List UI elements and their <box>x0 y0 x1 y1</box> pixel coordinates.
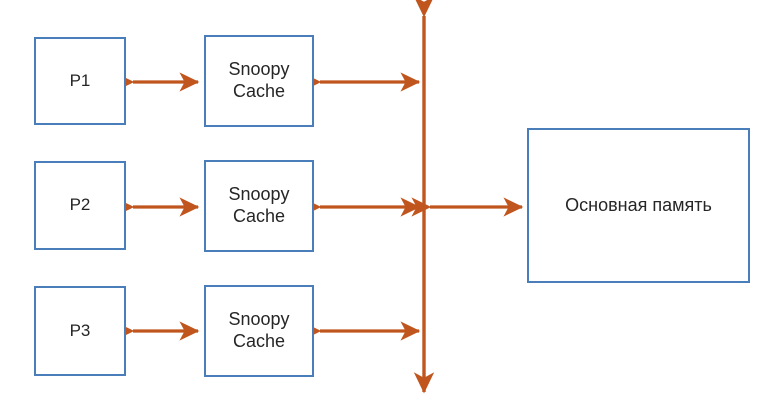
cache-label-2: Snoopy Cache <box>228 184 290 226</box>
processor-box-p1[interactable]: P1 <box>34 37 126 125</box>
cache-box-2[interactable]: Snoopy Cache <box>204 160 314 252</box>
cache-label-1: Snoopy Cache <box>228 59 290 101</box>
main-memory-label: Основная память <box>565 194 712 215</box>
cache-label-3: Snoopy Cache <box>228 309 290 351</box>
processor-box-p3[interactable]: P3 <box>34 286 126 376</box>
main-memory-box[interactable]: Основная память <box>527 128 750 283</box>
processor-label-p2: P2 <box>69 195 91 215</box>
processor-label-p1: P1 <box>69 70 91 90</box>
processor-box-p2[interactable]: P2 <box>34 161 126 250</box>
cache-box-3[interactable]: Snoopy Cache <box>204 285 314 377</box>
cache-box-1[interactable]: Snoopy Cache <box>204 35 314 127</box>
processor-label-p3: P3 <box>69 320 91 340</box>
